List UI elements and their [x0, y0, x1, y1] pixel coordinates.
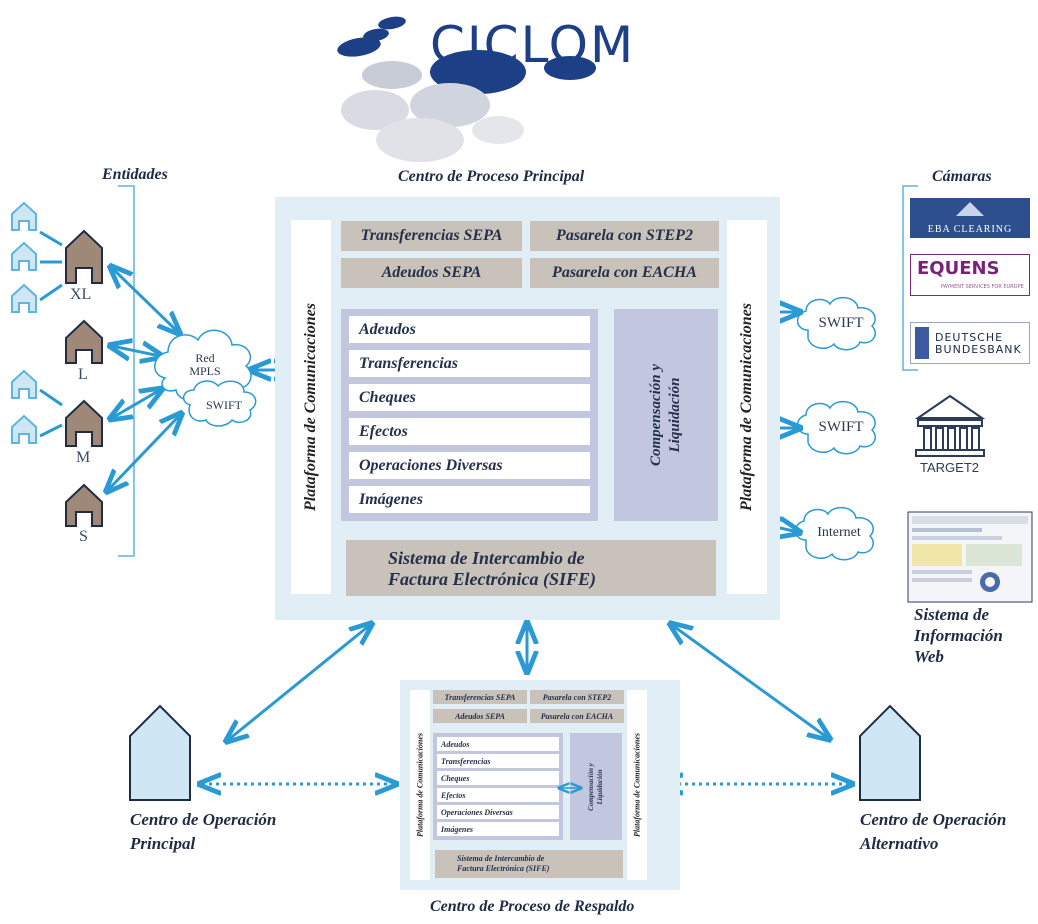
backup-op-item-imagenes: Imágenes	[437, 822, 559, 836]
centro-respaldo-label: Centro de Proceso de Respaldo	[430, 898, 635, 915]
eba-clearing-logo: EBA CLEARING	[910, 198, 1030, 238]
backup-op-item-transferencias: Transferencias	[437, 754, 559, 768]
backup-sife-line-2: Factura Electrónica (SIFE)	[457, 864, 550, 873]
bundesbank-line-1: DEUTSCHE	[935, 331, 1004, 344]
operation-house-icon	[129, 704, 921, 801]
red-text: Red	[195, 351, 215, 365]
backup-op-item-adeudos: Adeudos	[437, 737, 559, 751]
equens-logo: EQUENS PAYMENT SERVICES FOR EUROPE	[910, 254, 1030, 296]
adeudos-sepa-box: Adeudos SEPA	[341, 258, 522, 288]
sistema-web-label: Sistema de Información Web	[914, 604, 1003, 667]
entity-s-label: S	[79, 528, 88, 545]
swift-cloud	[794, 296, 876, 561]
house-brown-icon	[65, 229, 103, 527]
op-alternativo-label: Centro de Operación Alternativo	[860, 808, 1006, 856]
backup-op-item-cheques: Cheques	[437, 771, 559, 785]
sistema-web-line-3: Web	[914, 647, 944, 666]
equens-text: EQUENS	[917, 258, 1000, 279]
bundesbank-text: DEUTSCHE BUNDESBANK	[935, 332, 1022, 356]
logo-text: CICLOM	[430, 16, 636, 74]
entity-arrows	[108, 268, 293, 490]
web-thumbnail	[907, 511, 1033, 603]
op-item-adeudos: Adeudos	[349, 316, 590, 343]
mpls-text: MPLS	[189, 364, 221, 378]
backup-adeudos-sepa-box: Adeudos SEPA	[433, 709, 527, 723]
plataforma-right: Plataforma de Comunicaciones	[727, 220, 767, 594]
backup-sife-box: Sistema de Intercambio de Factura Electr…	[435, 850, 623, 878]
entity-m-label: M	[76, 449, 91, 466]
op-item-transferencias: Transferencias	[349, 350, 590, 377]
sife-line-1: Sistema de Intercambio de	[388, 548, 585, 568]
target2-icon	[914, 394, 986, 457]
op-item-imagenes: Imágenes	[349, 486, 590, 513]
target2-label: TARGET2	[920, 460, 979, 475]
backup-op-item-operaciones-diversas: Operaciones Diversas	[437, 805, 559, 819]
sistema-web-line-1: Sistema de	[914, 605, 990, 624]
logo-graphic	[337, 16, 596, 162]
op-alternativo-line-1: Centro de Operación	[860, 810, 1007, 829]
op-principal-line-2: Principal	[130, 834, 196, 853]
pasarela-step2-box: Pasarela con STEP2	[530, 221, 719, 251]
entity-xl-label: XL	[70, 286, 92, 303]
op-principal-label: Centro de Operación Principal	[130, 808, 276, 856]
swift-2-label: SWIFT	[818, 419, 864, 435]
op-item-operaciones-diversas: Operaciones Diversas	[349, 452, 590, 479]
op-alternativo-line-2: Alternativo	[860, 834, 939, 853]
backup-sife-line-1: Sistema de Intercambio de	[457, 854, 545, 863]
sife-box: Sistema de Intercambio de Factura Electr…	[346, 540, 716, 596]
backup-transferencias-sepa-box: Transferencias SEPA	[433, 690, 527, 704]
compensacion-panel: Compensación y Liquidación	[614, 309, 718, 521]
bundesbank-logo: DEUTSCHE BUNDESBANK	[910, 322, 1030, 364]
entidades-label: Entidades	[102, 166, 168, 183]
swift-1-label: SWIFT	[818, 315, 864, 331]
transferencias-sepa-box: Transferencias SEPA	[341, 221, 522, 251]
op-item-efectos: Efectos	[349, 418, 590, 445]
centro-principal-label: Centro de Proceso Principal	[398, 168, 585, 185]
eba-text: EBA CLEARING	[927, 224, 1013, 235]
mpls-cloud-label: Red MPLS	[175, 352, 235, 378]
op-principal-line-1: Centro de Operación	[130, 810, 277, 829]
op-item-cheques: Cheques	[349, 384, 590, 411]
camaras-bracket	[902, 185, 918, 371]
equens-sub-text: PAYMENT SERVICES FOR EUROPE	[941, 284, 1024, 290]
operations-panel	[341, 309, 598, 521]
entity-l-label: L	[78, 366, 88, 383]
plataforma-left: Plataforma de Comunicaciones	[291, 220, 331, 594]
pasarela-eacha-box: Pasarela con EACHA	[530, 258, 719, 288]
center-arrows	[228, 625, 828, 740]
mpls-cloud	[154, 329, 257, 427]
house-links	[39, 230, 63, 438]
backup-plataforma-right: Plataforma de Comunicaciones	[627, 690, 647, 880]
camaras-label: Cámaras	[932, 168, 992, 185]
bundesbank-mark-icon	[915, 327, 929, 359]
backup-op-item-efectos: Efectos	[437, 788, 559, 802]
backup-pasarela-step2-box: Pasarela con STEP2	[530, 690, 624, 704]
sistema-web-line-2: Información	[914, 626, 1003, 645]
eba-triangle-icon	[956, 202, 984, 216]
house-light-icon	[11, 201, 37, 444]
sife-line-2: Factura Electrónica (SIFE)	[388, 569, 597, 589]
bundesbank-line-2: BUNDESBANK	[935, 343, 1022, 356]
entidades-bracket	[118, 185, 135, 557]
backup-plataforma-left: Plataforma de Comunicaciones	[410, 690, 430, 880]
backup-pasarela-eacha-box: Pasarela con EACHA	[530, 709, 624, 723]
internet-label: Internet	[817, 525, 861, 540]
swift-left-label: SWIFT	[206, 398, 242, 412]
